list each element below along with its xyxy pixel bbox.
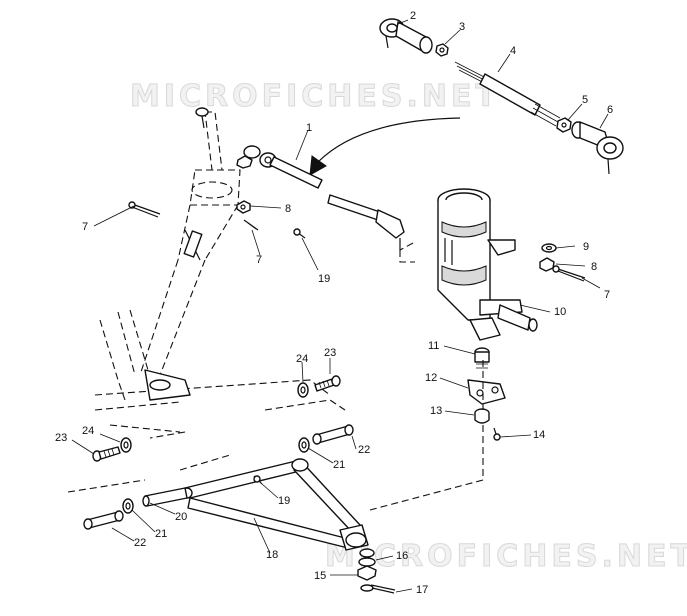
callout-numbers: 2 3 4 5 6 1 7 8 7 19 9 8 7 10 11 12 13 1… [55,10,613,596]
bushing-22b [83,510,124,530]
callout-21: 21 [333,459,345,471]
callout-8: 8 [285,203,291,215]
spindle-10 [399,188,538,341]
ball-joint-stack [357,548,377,592]
bushing-13 [474,408,490,424]
pivot-axis-left [67,479,146,493]
washer-9 [541,243,557,253]
a-arm-18 [142,458,369,551]
cotter-pin-17 [370,584,396,594]
castle-nut-8b [539,257,555,272]
bolt-23a [314,375,341,392]
pivot-axis-mid [179,454,231,471]
callout-15: 15 [314,570,326,582]
jam-nut-5 [556,117,572,133]
assembly-axis [369,360,484,511]
callout-2: 2 [410,10,416,22]
frame-rails [94,309,346,439]
callout-23: 23 [324,347,336,359]
washer-24a [297,382,309,398]
callout-19: 19 [278,495,290,507]
cotter-pin-7a [128,201,161,218]
callout-3: 3 [459,21,465,33]
callout-14: 14 [533,429,545,441]
grease-fitting-19a [293,228,306,239]
washer-24b [120,437,132,453]
callout-5: 5 [582,94,588,106]
callout-4: 4 [510,45,516,57]
callout-24: 24 [82,425,94,437]
bushing-22a [312,424,354,445]
grease-fitting-14 [493,427,501,441]
callout-7: 7 [604,289,610,301]
washer-21a [298,437,310,453]
watermark-bottom: MICROFICHES.NET [325,539,687,574]
callout-13: 13 [430,405,442,417]
callout-17: 17 [416,584,428,596]
callout-16: 16 [396,550,408,562]
grease-fitting-19b [253,475,263,485]
assembly-arrow [309,117,461,176]
callout-7: 7 [82,221,88,233]
steering-post [139,107,241,376]
callout-20: 20 [175,511,187,523]
callout-8: 8 [591,261,597,273]
tie-rod-sleeve-4 [454,61,561,127]
tie-rod-1 [236,145,415,263]
callout-22: 22 [358,444,370,456]
callout-23: 23 [55,432,67,444]
callout-21: 21 [155,528,167,540]
callout-1: 1 [306,122,312,134]
bolt-23b [92,446,121,462]
jam-nut-3 [435,43,449,57]
callout-12: 12 [425,372,437,384]
cotter-pin-7b [243,219,259,231]
callout-10: 10 [554,306,566,318]
callout-18: 18 [266,549,278,561]
leader-lines [71,19,609,593]
bolt-11 [474,347,490,369]
callout-11: 11 [428,340,439,352]
callout-19: 19 [318,273,330,285]
callout-7: 7 [256,254,262,266]
tie-rod-end-6 [571,121,624,175]
tie-rod-end-2 [379,18,433,54]
callout-22: 22 [134,537,146,549]
bracket-12 [467,379,506,405]
washer-21b [122,498,134,514]
callout-9: 9 [583,241,589,253]
cotter-pin-7c [552,265,586,282]
callout-6: 6 [607,104,613,116]
watermark-top: MICROFICHES.NET [130,79,500,114]
callout-24: 24 [296,353,308,365]
